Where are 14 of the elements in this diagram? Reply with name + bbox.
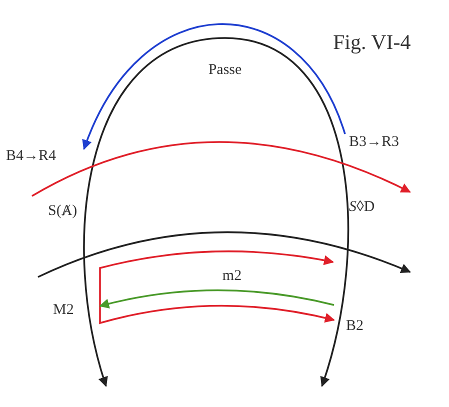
arrow: [32, 141, 411, 197]
node-label: B2: [346, 318, 364, 335]
arrow: [99, 250, 334, 295]
graph-label: Passe: [208, 62, 242, 79]
arrow: [99, 295, 335, 324]
node-label: M2: [53, 302, 74, 318]
node-label: S◊D: [349, 199, 375, 216]
arrow: [82, 23, 346, 150]
graph-label: m2: [222, 268, 242, 285]
figure-title: Fig. VI-4: [333, 30, 411, 55]
node-label: B3→R3: [349, 134, 400, 150]
node-label: S(Ⱥ): [48, 203, 78, 220]
arrow: [99, 289, 334, 309]
node-label: B4→R4: [6, 148, 56, 164]
